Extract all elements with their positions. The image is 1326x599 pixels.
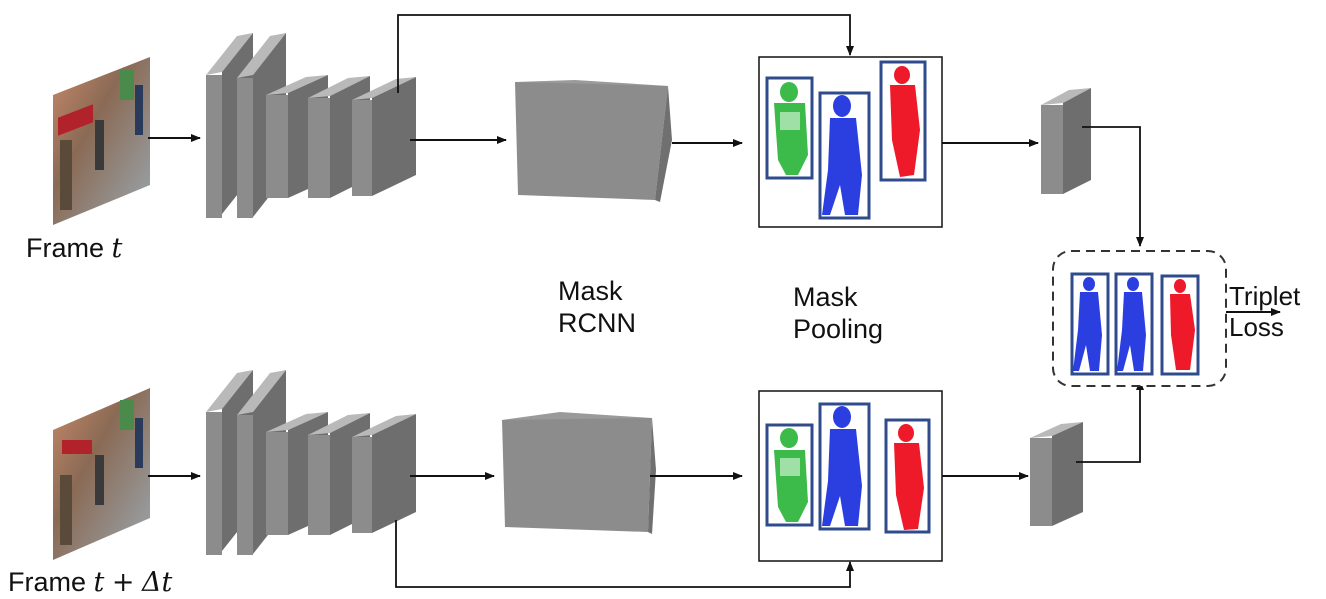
mask-pooling-line-2: Pooling: [793, 314, 884, 345]
frame-t-dt-label: Frame t + Δt: [8, 566, 172, 599]
mask-pooling-label: Mask Pooling: [793, 281, 883, 346]
mask-pooling-panel-bottom: [758, 390, 943, 562]
mask-rcnn-label: Mask RCNN: [558, 275, 636, 340]
backbone-bottom: [206, 370, 416, 555]
triplet-positive-blue: [1114, 272, 1154, 376]
embedding-block-top: [1041, 88, 1091, 194]
mask-rcnn-block-bottom: [502, 412, 656, 534]
frame-t-dt-prefix: Frame: [8, 567, 87, 597]
frame-t-image: [53, 57, 150, 225]
triplet-loss-label: Triplet Loss: [1229, 281, 1300, 343]
mask-rcnn-line-2: RCNN: [558, 308, 636, 339]
triplet-box: [1052, 250, 1227, 387]
mask-rcnn-block-top: [515, 80, 672, 202]
backbone-bottom-layer-5: [352, 414, 416, 533]
triplet-loss-line-2: Loss: [1229, 312, 1284, 343]
mask-pooling-panel-top: [758, 56, 943, 228]
frame-t-var: t: [111, 233, 123, 264]
backbone-top-layer-5: [352, 77, 416, 196]
mask-rcnn-line-1: Mask: [558, 276, 623, 306]
frame-t-prefix: Frame: [26, 233, 105, 263]
frame-t-dt-var1: t: [93, 567, 105, 598]
frame-t-dt-plus: +: [111, 567, 135, 598]
embedding-block-bottom: [1030, 422, 1083, 526]
blue-person-mask-bottom: [818, 402, 871, 531]
red-person-mask-bottom: [884, 418, 931, 534]
green-person-mask-bottom: [765, 423, 814, 527]
frame-t-dt-image: [53, 388, 150, 560]
triplet-loss-line-1: Triplet: [1229, 281, 1301, 311]
arrow-embed-bottom-to-triplet: [1076, 380, 1144, 463]
arrow-skip-bottom: [395, 520, 854, 588]
arrow-skip-top: [397, 14, 854, 93]
mask-pooling-line-1: Mask: [793, 282, 858, 312]
green-person-mask-top: [765, 76, 814, 180]
triplet-anchor-blue: [1070, 272, 1110, 376]
triplet-negative-red: [1160, 274, 1200, 376]
arrow-embed-top-to-triplet: [1082, 126, 1144, 247]
red-person-mask-top: [879, 60, 927, 182]
blue-person-mask-top: [818, 91, 871, 220]
frame-t-dt-var2: Δt: [142, 567, 173, 598]
frame-t-label: Frame t: [26, 232, 122, 265]
backbone-top: [206, 33, 416, 218]
